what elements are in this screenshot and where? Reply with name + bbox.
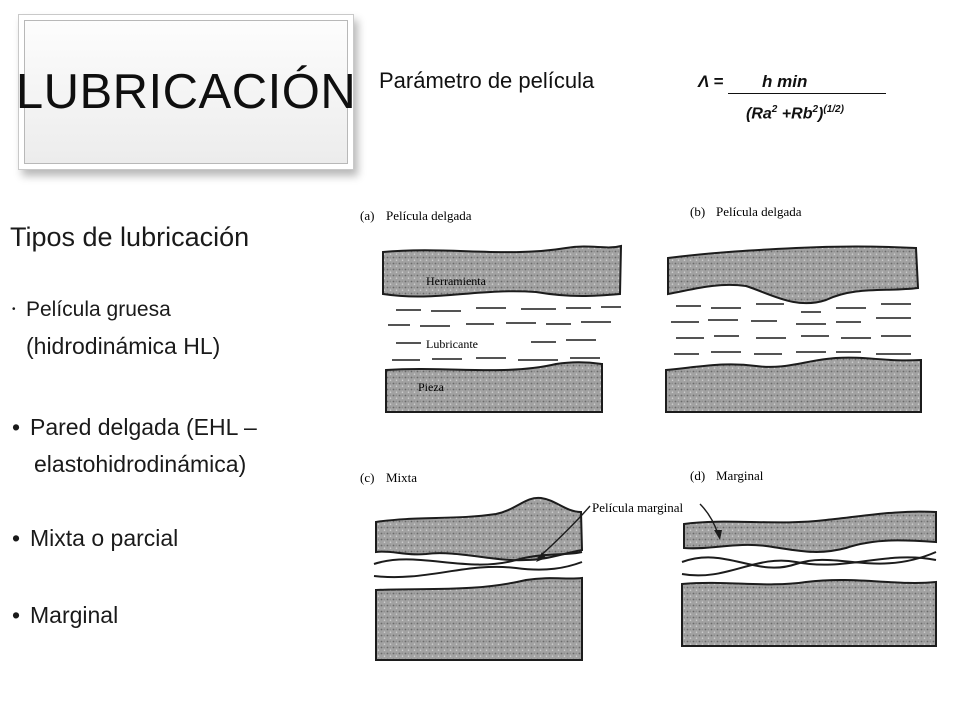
panel-b: (b) Película delgada bbox=[665, 204, 922, 413]
callout-label: Película marginal bbox=[592, 500, 683, 515]
bullet-text: Pared delgada (EHL – bbox=[30, 414, 257, 440]
bullet-dot: • bbox=[12, 525, 21, 551]
panel-d-workpiece bbox=[681, 579, 937, 647]
callout-marginal-film: Película marginal bbox=[536, 500, 722, 562]
bullet-dot: • bbox=[12, 602, 21, 628]
bullet-thin-wall: • Pared delgada (EHL – bbox=[12, 410, 257, 444]
panel-d-film-lower bbox=[681, 556, 937, 577]
bullet-text: Marginal bbox=[30, 602, 119, 628]
bullet-text: Mixta o parcial bbox=[30, 525, 179, 551]
panel-a-lubricant-dashes bbox=[388, 306, 621, 361]
panel-c-workpiece bbox=[375, 576, 583, 661]
den-rb: +Rb bbox=[777, 105, 813, 123]
bullet-dot: • bbox=[12, 414, 21, 440]
panel-b-tag: (b) bbox=[690, 204, 705, 219]
den-rb-exp: 2 bbox=[812, 104, 819, 115]
panel-c-caption: Mixta bbox=[386, 470, 417, 485]
lubrication-diagram: (a) Película delgada Herramienta Lubrica… bbox=[360, 204, 937, 661]
callout-arrow-left bbox=[536, 552, 546, 562]
den-ra: (Ra bbox=[746, 105, 772, 123]
types-heading: Tipos de lubricación bbox=[10, 222, 250, 252]
callout-arrow-right bbox=[714, 530, 722, 540]
panel-c: (c) Mixta bbox=[360, 470, 584, 661]
parameter-label: Parámetro de película bbox=[379, 68, 595, 93]
title-box: LUBRICACIÓN bbox=[16, 20, 356, 164]
panel-a-tool bbox=[382, 244, 623, 298]
bullet-thick-film-cont: (hidrodinámica HL) bbox=[26, 333, 221, 359]
panel-a-label-tool: Herramienta bbox=[426, 274, 487, 288]
panel-a-tag: (a) bbox=[360, 208, 374, 223]
formula-lambda: Λ = bbox=[698, 72, 724, 91]
panel-a-label-lubricant: Lubricante bbox=[426, 337, 478, 351]
panel-d: (d) Marginal bbox=[681, 468, 937, 647]
bullet-thick-film: • Película gruesa bbox=[12, 293, 171, 327]
formula-denominator: (Ra2 +Rb2)(1/2) bbox=[746, 104, 844, 123]
bullet-mixed: • Mixta o parcial bbox=[12, 521, 178, 555]
panel-c-tool bbox=[375, 496, 584, 562]
formula-numerator: h min bbox=[728, 72, 886, 94]
panel-c-film-lower bbox=[373, 561, 583, 579]
bullet-marginal: • Marginal bbox=[12, 598, 118, 632]
den-ra-exp: 2 bbox=[771, 104, 778, 115]
panel-c-tag: (c) bbox=[360, 470, 374, 485]
panel-d-film-upper bbox=[681, 551, 937, 569]
panel-a-caption: Película delgada bbox=[386, 208, 472, 223]
panel-b-caption: Película delgada bbox=[716, 204, 802, 219]
slide-title: LUBRICACIÓN bbox=[15, 65, 357, 119]
callout-leader-left bbox=[537, 505, 591, 559]
den-close: ) bbox=[818, 105, 824, 123]
formula-numerator-text: h min bbox=[762, 72, 808, 91]
panel-d-tool bbox=[683, 510, 937, 553]
panel-a-label-workpiece: Pieza bbox=[418, 380, 445, 394]
panel-d-tag: (d) bbox=[690, 468, 705, 483]
bullet-thin-wall-cont: elastohidrodinámica) bbox=[34, 451, 247, 477]
panel-b-workpiece bbox=[665, 356, 922, 413]
panel-c-film-upper bbox=[373, 551, 583, 566]
panel-d-caption: Marginal bbox=[716, 468, 764, 483]
bullet-text: Película gruesa bbox=[26, 298, 171, 321]
bullet-dot: • bbox=[12, 304, 16, 316]
panel-a: (a) Película delgada Herramienta Lubrica… bbox=[360, 208, 623, 413]
panel-b-lubricant-dashes bbox=[671, 303, 911, 355]
panel-b-tool bbox=[667, 245, 920, 305]
panel-a-workpiece bbox=[385, 361, 603, 413]
den-power: (1/2) bbox=[823, 104, 844, 115]
